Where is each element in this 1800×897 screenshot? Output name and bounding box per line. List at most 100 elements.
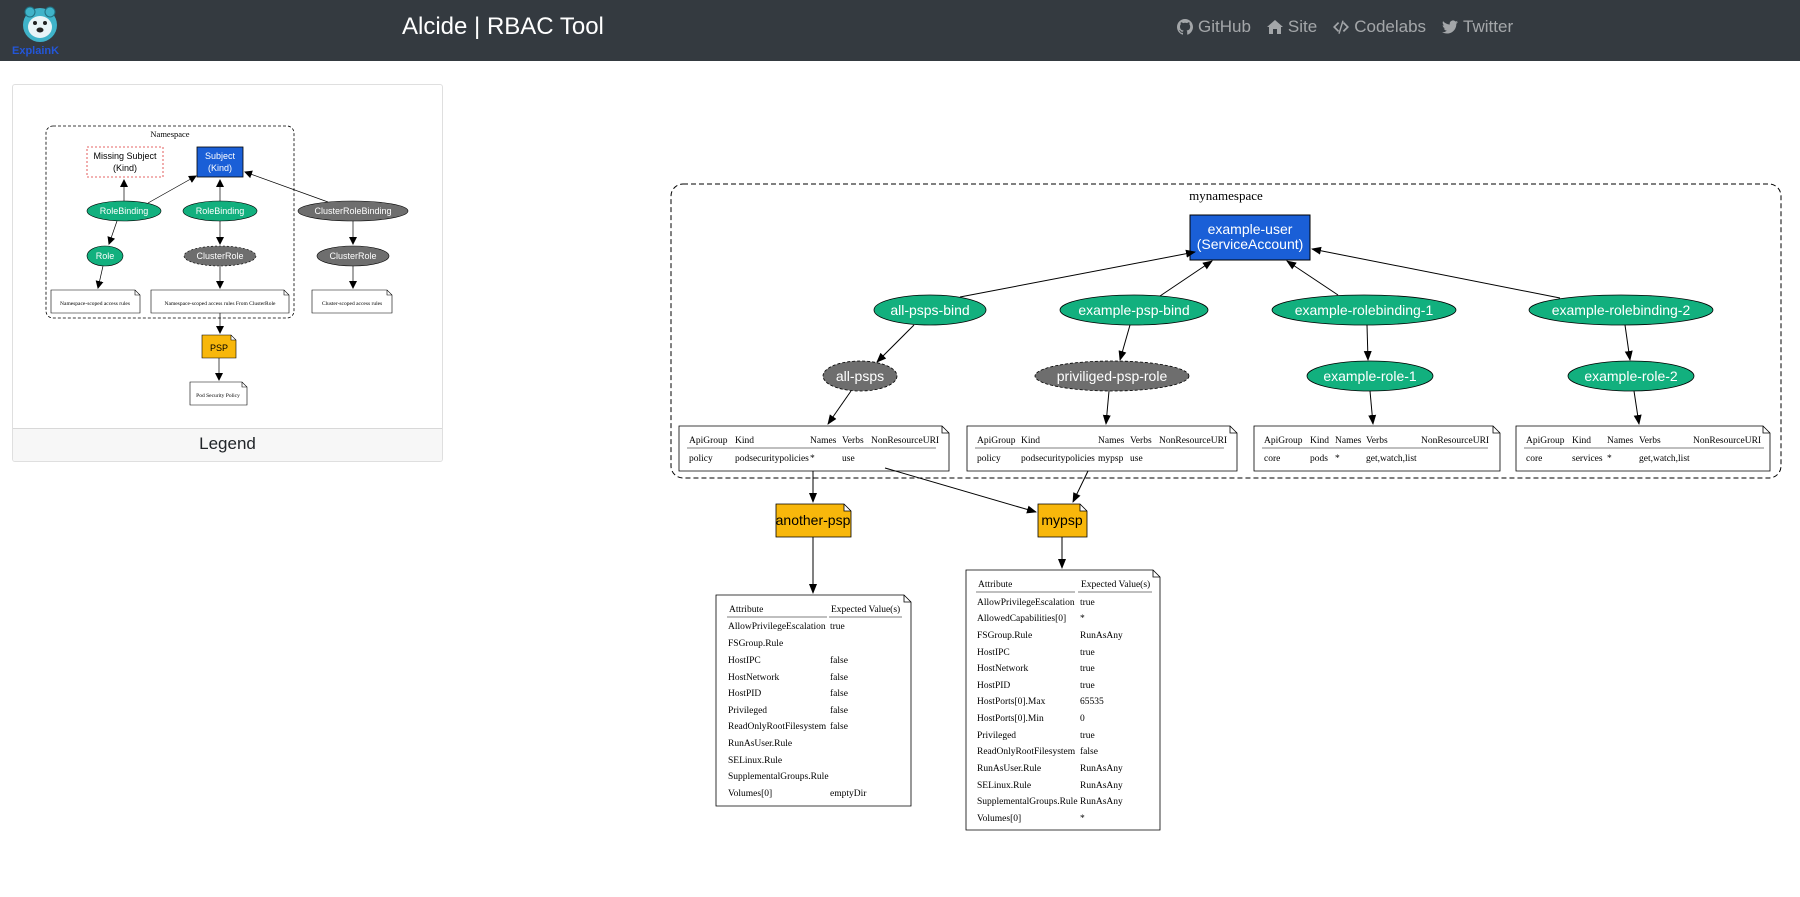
nav-link-github[interactable]: GitHub (1177, 17, 1251, 37)
psp-attr-name: Volumes[0] (977, 814, 1021, 824)
psp-attr-name: Volumes[0] (728, 789, 772, 799)
nav-link-twitter[interactable]: Twitter (1442, 17, 1513, 37)
rule-header: NonResourceURI (1693, 436, 1761, 446)
rule-cell: use (1130, 454, 1143, 464)
navbar: ExplainK Alcide | RBAC Tool GitHub Site … (0, 0, 1800, 61)
legend-subject (196, 146, 244, 178)
rule-header: Verbs (1366, 436, 1388, 446)
psp-attributes-note: Attribute Expected Value(s) AllowPrivile… (715, 594, 912, 807)
legend-missing-subject (86, 146, 164, 178)
legend-ns-rules-cr-label: Namespace-scoped access rules From Clust… (165, 301, 276, 307)
rule-header: ApiGroup (1264, 436, 1303, 446)
rule-header: Verbs (1130, 436, 1152, 446)
rule-header: ApiGroup (1526, 436, 1565, 446)
legend-clusterrole-1-label: ClusterRole (196, 251, 243, 261)
psp-attr-name: ReadOnlyRootFilesystem (977, 747, 1076, 757)
nav-link-codelabs[interactable]: Codelabs (1333, 17, 1426, 37)
psp-attr-name: SupplementalGroups.Rule (977, 797, 1078, 807)
binding-node[interactable] (1528, 294, 1714, 326)
psp-node[interactable] (1037, 503, 1088, 538)
rule-cell: * (1335, 454, 1340, 464)
legend-missing-subject-line1: Missing Subject (93, 151, 157, 161)
psp-attr-name: AllowPrivilegeEscalation (728, 622, 826, 632)
legend-psp-note (189, 381, 248, 406)
legend-clusterrole-2-label: ClusterRole (329, 251, 376, 261)
role-node[interactable] (1567, 360, 1695, 392)
binding-node[interactable] (1271, 294, 1457, 326)
psp-attr-name: HostPID (977, 681, 1010, 691)
psp-attr-name: HostPID (728, 689, 761, 699)
rule-header: Kind (1310, 436, 1329, 446)
role-label: priviliged-psp-role (1057, 368, 1168, 384)
psp-attr-value: false (830, 672, 848, 683)
rule-cell: services (1572, 454, 1603, 464)
psp-attr-name: HostNetwork (977, 664, 1028, 674)
nav-link-label: GitHub (1198, 17, 1251, 36)
psp-node[interactable] (775, 503, 852, 538)
psp-attr-name: HostPorts[0].Min (977, 714, 1044, 724)
role-node[interactable] (1306, 360, 1434, 392)
psp-attr-name: HostIPC (977, 648, 1010, 658)
rule-cell: podsecuritypolicies (735, 454, 809, 464)
psp-attr-header: Expected Value(s) (1081, 579, 1150, 590)
psp-attr-value: false (830, 655, 848, 666)
legend-subject-line2: (Kind) (208, 163, 232, 173)
psp-attr-name: SupplementalGroups.Rule (728, 772, 829, 782)
brand-text: ExplainK (12, 45, 59, 57)
github-icon (1177, 19, 1193, 35)
rule-cell: policy (689, 454, 713, 464)
twitter-icon (1442, 20, 1459, 34)
rule-header: ApiGroup (689, 436, 728, 446)
psp-attr-value: RunAsAny (1080, 631, 1123, 641)
psp-attr-name: Privileged (977, 731, 1016, 741)
legend-ns-rules-cr-note (150, 289, 290, 314)
explainkubex-logo[interactable]: ExplainK (10, 3, 70, 57)
legend-clusterrole-1 (183, 245, 257, 267)
rule-cell: get,watch,list (1366, 454, 1417, 464)
psp-attr-value: true (1080, 598, 1095, 608)
legend-psp-label: PSP (210, 343, 228, 353)
psp-attr-name: RunAsUser.Rule (728, 739, 792, 749)
rule-cell: podsecuritypolicies (1021, 454, 1095, 464)
psp-attr-name: HostPorts[0].Max (977, 697, 1046, 707)
psp-attr-value: false (1080, 746, 1098, 757)
psp-attr-name: FSGroup.Rule (977, 631, 1032, 641)
rules-note: ApiGroup Kind Names Verbs NonResourceURI… (678, 425, 950, 472)
subject-kind: (ServiceAccount) (1197, 236, 1304, 252)
rules-note: ApiGroup Kind Names Verbs NonResourceURI… (1253, 425, 1501, 472)
legend-ns-rules-note (50, 289, 141, 314)
psp-attr-value: true (1080, 648, 1095, 658)
psp-attr-header: Expected Value(s) (831, 604, 900, 615)
rule-cell: use (842, 454, 855, 464)
psp-attr-value: * (1080, 614, 1085, 624)
rule-header: Names (810, 436, 837, 446)
role-label: example-role-1 (1323, 368, 1417, 384)
psp-attr-name: HostIPC (728, 656, 761, 666)
psp-attr-header: Attribute (729, 605, 763, 615)
binding-node[interactable] (873, 294, 987, 326)
rule-header: Kind (1572, 436, 1591, 446)
binding-node[interactable] (1059, 294, 1209, 326)
nav-link-label: Twitter (1463, 17, 1514, 36)
role-node[interactable] (822, 360, 898, 392)
psp-attr-value: true (1080, 681, 1095, 691)
psp-attr-value: 0 (1080, 714, 1085, 724)
subject-node[interactable] (1189, 214, 1311, 261)
binding-label: example-rolebinding-2 (1552, 302, 1691, 318)
psp-attr-header: Attribute (978, 580, 1012, 590)
legend-psp (201, 334, 237, 359)
rule-header: Names (1607, 436, 1634, 446)
legend-subject-line1: Subject (205, 151, 236, 161)
nav-link-site[interactable]: Site (1266, 17, 1317, 37)
rule-cell: pods (1310, 454, 1328, 464)
psp-attr-name: SELinux.Rule (977, 781, 1031, 791)
role-node[interactable] (1034, 360, 1190, 392)
legend-role (86, 245, 124, 267)
legend-missing-subject-line2: (Kind) (113, 163, 137, 173)
legend-card: Namespace Missing Subject (Kind) Subject… (12, 84, 443, 462)
psp-attr-value: false (830, 688, 848, 699)
psp-attr-name: ReadOnlyRootFilesystem (728, 722, 827, 732)
psp-attr-value: * (1080, 814, 1085, 824)
psp-attr-value: true (1080, 664, 1095, 674)
legend-cluster-rules-note (311, 289, 393, 314)
